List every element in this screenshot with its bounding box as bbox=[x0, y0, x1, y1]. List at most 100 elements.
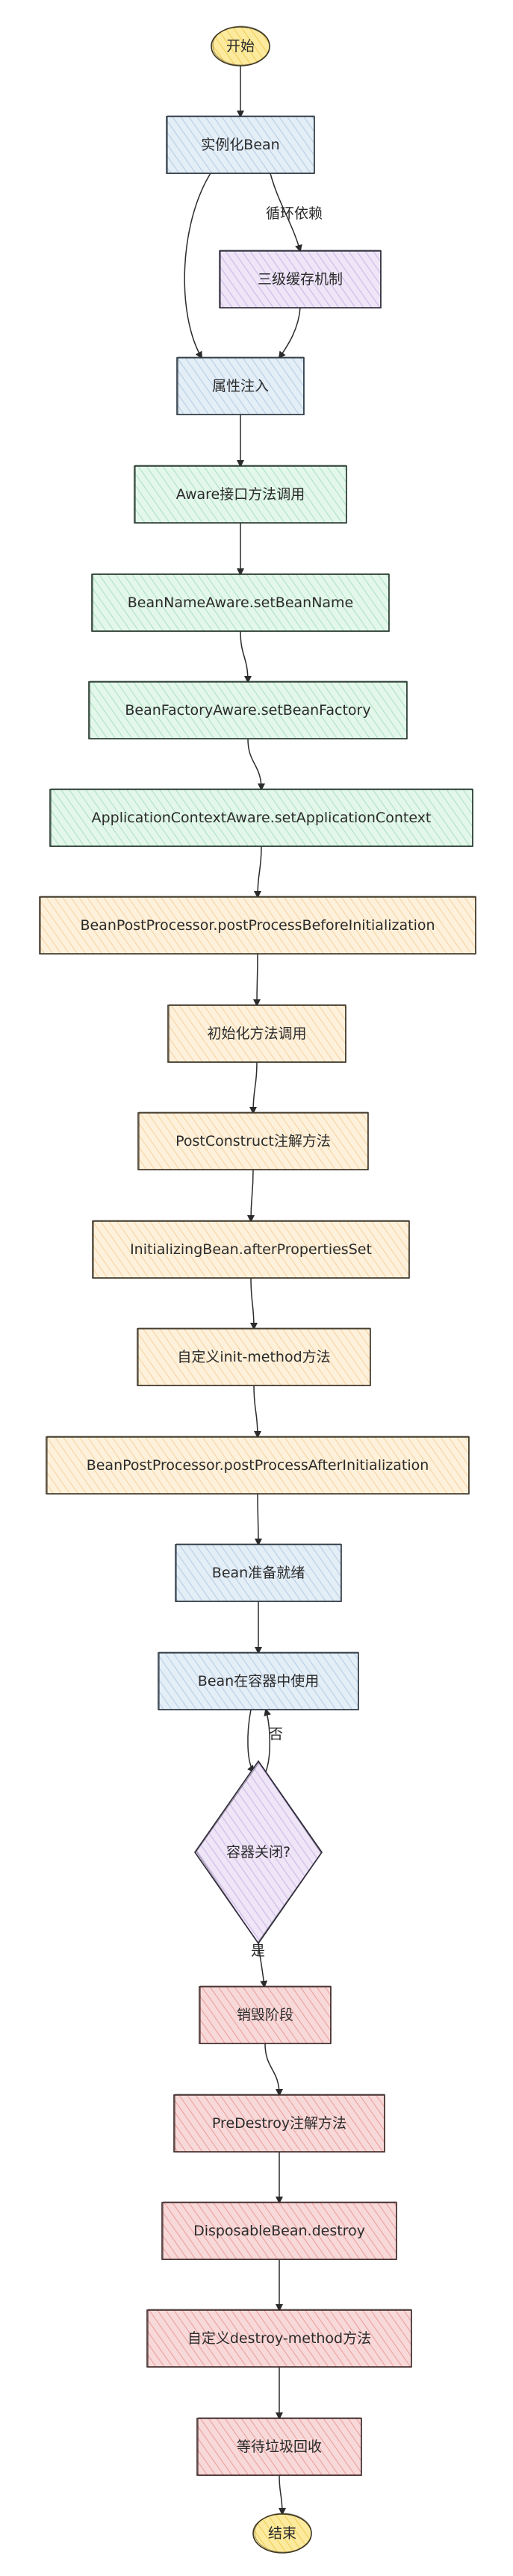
node-box bbox=[167, 1005, 346, 1063]
node-label: BeanPostProcessor.postProcessBeforeIniti… bbox=[80, 917, 435, 934]
edge-gc-to-end bbox=[278, 2474, 286, 2516]
node-pre-destroy: PreDestroy注解方法 bbox=[173, 2094, 385, 2153]
node-box-sketch bbox=[200, 1985, 331, 2044]
node-after-props: InitializingBean.afterPropertiesSet bbox=[92, 1220, 410, 1279]
edge-destroyPhase-to-preDestroy bbox=[264, 2043, 283, 2097]
node-box bbox=[173, 2094, 385, 2153]
node-label: BeanFactoryAware.setBeanFactory bbox=[125, 702, 370, 719]
edge-label: 否 bbox=[269, 1726, 283, 1742]
node-box-sketch bbox=[163, 2201, 397, 2260]
node-box bbox=[176, 357, 305, 415]
edge-afterProps-to-initMethod bbox=[249, 1277, 258, 1330]
node-in-use: Bean在容器中使用 bbox=[158, 1651, 359, 1710]
node-destroy-method: 自定义destroy-method方法 bbox=[146, 2309, 412, 2368]
node-ready: Bean准备就绪 bbox=[175, 1543, 342, 1602]
node-label: DisposableBean.destroy bbox=[193, 2223, 365, 2239]
node-box-sketch bbox=[169, 1004, 346, 1063]
node-box-sketch bbox=[175, 2094, 385, 2153]
node-label: 销毁阶段 bbox=[237, 2007, 293, 2023]
edge-closed-to-destroyPhase bbox=[258, 1943, 268, 1988]
node-init-method: 自定义init-method方法 bbox=[137, 1327, 371, 1386]
node-box bbox=[49, 789, 473, 847]
node-start: 开始 bbox=[211, 25, 270, 66]
node-box-sketch bbox=[93, 1220, 409, 1279]
node-label: PreDestroy注解方法 bbox=[212, 2115, 346, 2132]
node-box-sketch bbox=[90, 680, 407, 739]
node-label: 实例化Bean bbox=[201, 137, 279, 153]
node-box bbox=[39, 896, 476, 955]
node-gc: 等待垃圾回收 bbox=[196, 2417, 362, 2476]
node-instantiate: 实例化Bean bbox=[166, 115, 315, 174]
node-post-construct: PostConstruct注解方法 bbox=[137, 1111, 369, 1170]
edge-cache-to-inject bbox=[278, 307, 301, 359]
node-box bbox=[91, 574, 390, 632]
node-box bbox=[92, 1220, 410, 1279]
node-box-sketch bbox=[139, 1111, 368, 1170]
node-init-call: 初始化方法调用 bbox=[167, 1004, 346, 1063]
node-box-sketch bbox=[93, 573, 389, 632]
node-inject: 属性注入 bbox=[176, 356, 305, 415]
node-box-sketch bbox=[135, 465, 346, 524]
edge-initCall-to-postConstruct bbox=[249, 1061, 258, 1114]
node-box bbox=[175, 1544, 342, 1602]
node-label: 自定义destroy-method方法 bbox=[187, 2330, 371, 2347]
edge-layer bbox=[184, 66, 302, 2516]
node-box-sketch bbox=[148, 2309, 411, 2368]
edge-appCtxAware-to-bppBefore bbox=[254, 845, 262, 899]
node-box bbox=[46, 1436, 470, 1495]
edge-label: 循环依赖 bbox=[266, 205, 323, 222]
node-box-sketch bbox=[198, 2417, 361, 2476]
node-box-sketch bbox=[51, 788, 473, 847]
node-bean-name-aware: BeanNameAware.setBeanName bbox=[91, 573, 390, 632]
node-diamond-sketch bbox=[196, 1762, 322, 1943]
node-box-sketch bbox=[159, 1651, 358, 1710]
edge-closed-to-inUse bbox=[264, 1708, 272, 1772]
edge-instantiate-to-inject bbox=[184, 173, 211, 359]
node-box-sketch bbox=[176, 1543, 341, 1602]
node-label: 等待垃圾回收 bbox=[237, 2439, 322, 2455]
node-app-ctx-aware: ApplicationContextAware.setApplicationCo… bbox=[49, 788, 473, 847]
node-label: Bean在容器中使用 bbox=[198, 1673, 319, 1689]
node-label: 结束 bbox=[268, 2525, 296, 2542]
node-label: 初始化方法调用 bbox=[207, 1025, 306, 1042]
node-label: 容器关闭? bbox=[226, 1844, 290, 1860]
node-label: Aware接口方法调用 bbox=[176, 486, 305, 503]
node-cache: 三级缓存机制 bbox=[219, 249, 382, 308]
edge-postConstruct-to-afterProps bbox=[247, 1169, 255, 1223]
edge-bppBefore-to-initCall bbox=[253, 953, 261, 1007]
node-label: BeanPostProcessor.postProcessAfterInitia… bbox=[87, 1457, 429, 1474]
node-disposable: DisposableBean.destroy bbox=[161, 2201, 397, 2260]
node-aware: Aware接口方法调用 bbox=[134, 465, 347, 524]
node-box-sketch bbox=[167, 115, 314, 174]
node-closed: 容器关闭? bbox=[194, 1760, 323, 1945]
node-label: InitializingBean.afterPropertiesSet bbox=[130, 1241, 372, 1258]
node-box-sketch bbox=[220, 249, 381, 308]
node-diamond bbox=[194, 1760, 323, 1945]
edge-beanNameAware-to-beanFactoryAware bbox=[240, 630, 252, 683]
edge-initMethod-to-bppAfter bbox=[253, 1385, 261, 1438]
node-box bbox=[196, 2418, 362, 2476]
node-box bbox=[166, 116, 315, 174]
node-box bbox=[134, 465, 347, 524]
node-bpp-before: BeanPostProcessor.postProcessBeforeIniti… bbox=[39, 896, 476, 955]
edge-label: 是 bbox=[251, 1943, 265, 1959]
node-box-sketch bbox=[40, 896, 476, 955]
node-label: 三级缓存机制 bbox=[258, 271, 343, 288]
node-bpp-after: BeanPostProcessor.postProcessAfterInitia… bbox=[46, 1436, 470, 1495]
node-terminal-sketch bbox=[212, 25, 270, 66]
edge-inUse-to-closed bbox=[247, 1709, 255, 1773]
node-box bbox=[146, 2309, 412, 2368]
node-box-sketch bbox=[47, 1436, 469, 1495]
node-terminal-sketch bbox=[254, 2513, 312, 2553]
node-label: ApplicationContextAware.setApplicationCo… bbox=[92, 810, 432, 826]
node-box bbox=[199, 1986, 332, 2044]
node-bean-factory-aware: BeanFactoryAware.setBeanFactory bbox=[88, 680, 408, 739]
node-box-sketch bbox=[138, 1327, 370, 1386]
node-end: 结束 bbox=[252, 2513, 312, 2554]
node-label: 开始 bbox=[226, 38, 255, 55]
node-label: BeanNameAware.setBeanName bbox=[128, 595, 354, 611]
node-label: 属性注入 bbox=[212, 378, 269, 394]
